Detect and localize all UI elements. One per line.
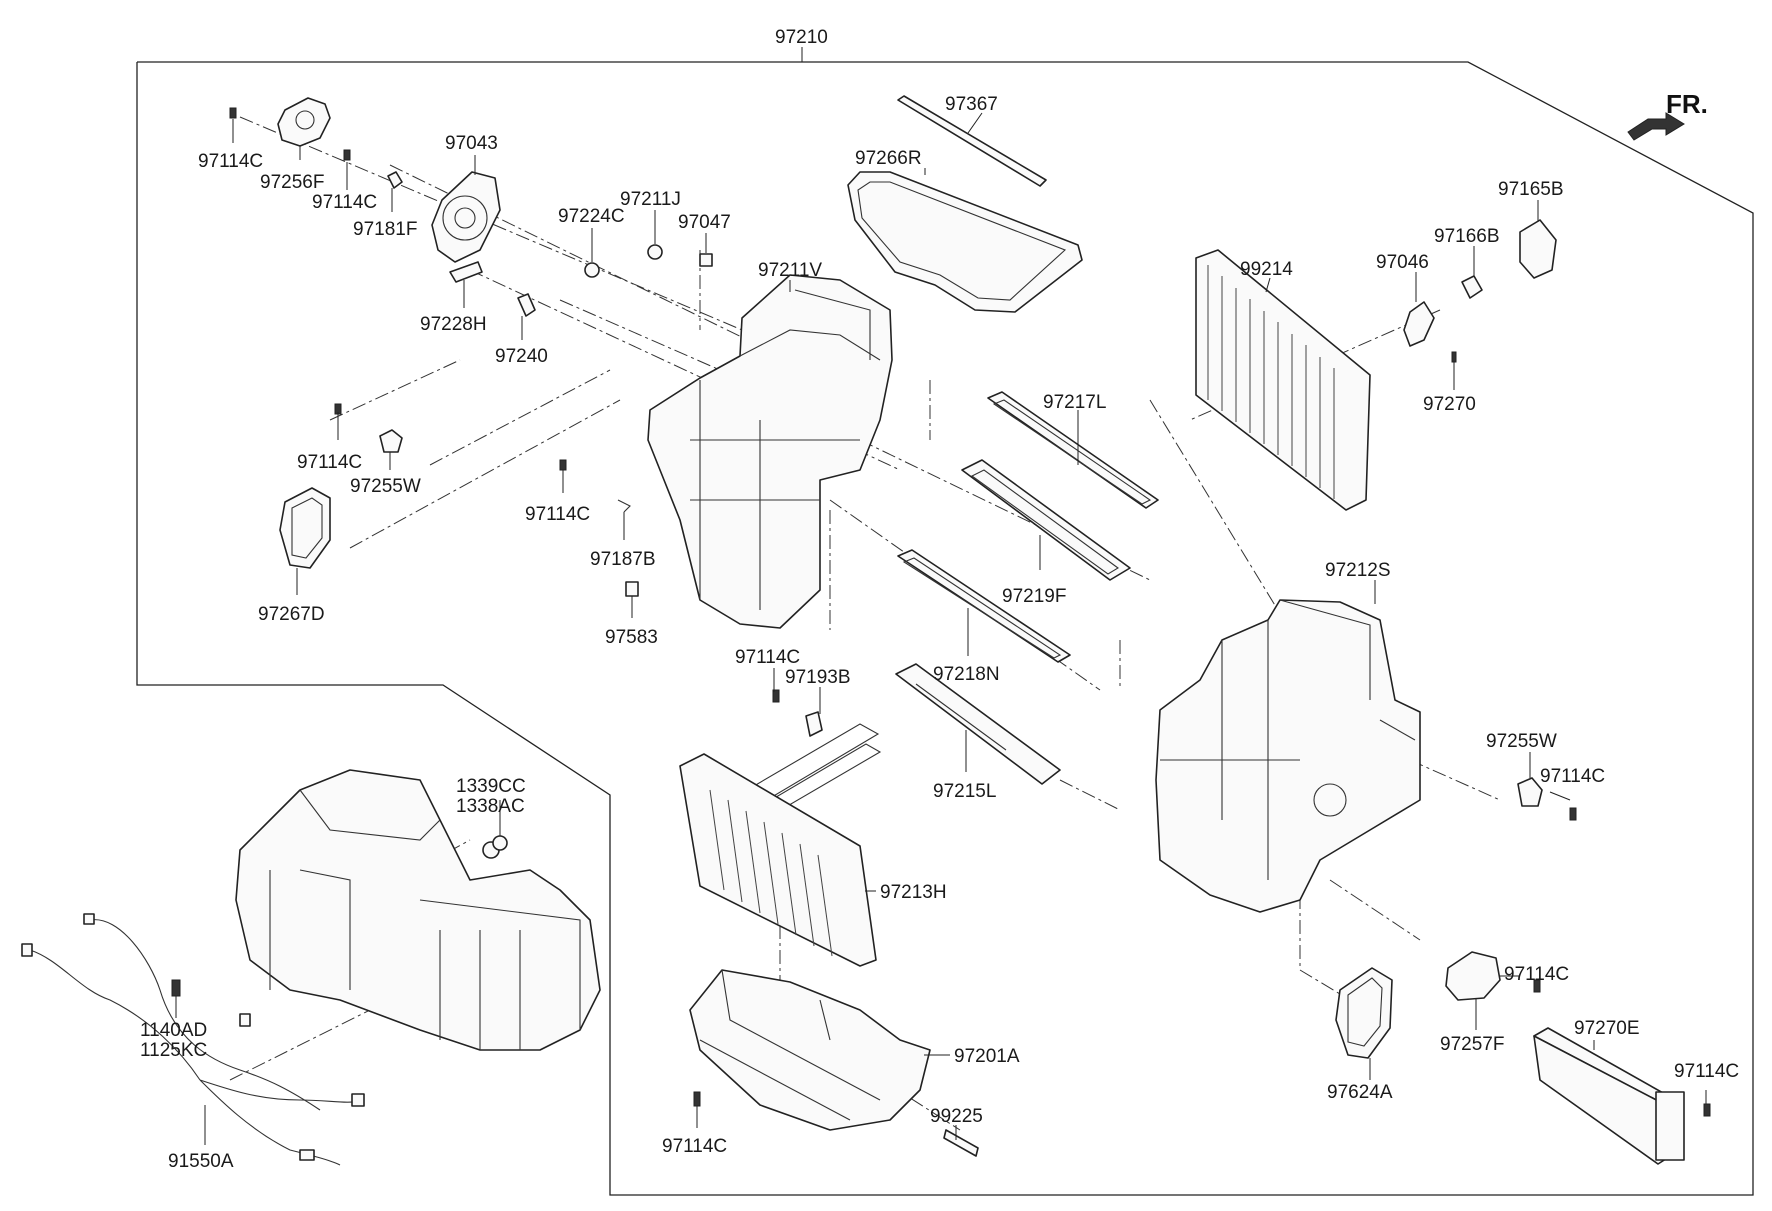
blower-cover-97043 (431, 171, 501, 263)
part-label-97210: 97210 (775, 27, 828, 48)
part-label-91550A: 91550A (168, 1151, 234, 1172)
part-label-97228H: 97228H (420, 314, 487, 335)
seal-97624A (1335, 967, 1393, 1059)
part-label-97193B: 97193B (785, 667, 851, 688)
part-label-97255W: 97255W (1486, 731, 1557, 752)
part-label-97270E: 97270E (1574, 1018, 1640, 1039)
lower-case-97201A (689, 969, 931, 1131)
housing-97212S (1155, 599, 1421, 913)
door-97217L (987, 391, 1159, 509)
bolt-1140AD (171, 979, 181, 997)
front-direction-label: FR. (1666, 89, 1708, 119)
part-label-99225: 99225 (930, 1106, 983, 1127)
part-label-97114C: 97114C (662, 1136, 727, 1157)
part-label-97114C: 97114C (312, 192, 377, 213)
part-label-97043: 97043 (445, 133, 498, 154)
part-label-97046: 97046 (1376, 252, 1429, 273)
evaporator-99214 (1195, 249, 1371, 511)
part-label-97114C: 97114C (735, 647, 800, 668)
part-label-1338AC: 1338AC (456, 796, 525, 817)
part-label-97219F: 97219F (1002, 586, 1066, 607)
link-97228H (449, 261, 483, 283)
clip-97193B (805, 711, 823, 737)
seal-strip-97367 (897, 95, 1047, 187)
ptc-heater-97270E (1533, 1027, 1685, 1165)
nut-1339CC (492, 835, 508, 851)
assembly-frame (136, 61, 1754, 1196)
part-label-97211V: 97211V (758, 260, 822, 281)
part-97583 (625, 581, 639, 597)
door-97218N (897, 549, 1071, 663)
clip-97240 (517, 293, 536, 317)
part-label-97266R: 97266R (855, 148, 922, 169)
wiring-harness-91550A (21, 913, 365, 1166)
part-label-97215L: 97215L (933, 781, 996, 802)
part-97211J (647, 244, 663, 260)
duct-seal-97267D (279, 487, 331, 569)
door-97219F (961, 459, 1131, 581)
part-label-97114C: 97114C (198, 151, 263, 172)
part-label-97114C: 97114C (525, 504, 590, 525)
part-label-97165B: 97165B (1498, 179, 1564, 200)
part-label-97211J: 97211J (620, 189, 681, 210)
part-label-97181F: 97181F (353, 219, 417, 240)
part-label-97624A: 97624A (1327, 1082, 1393, 1103)
part-label-1140AD: 1140AD (140, 1020, 207, 1041)
gasket-97266R (847, 171, 1083, 313)
part-97047 (699, 253, 713, 267)
housing-97211V (647, 274, 893, 629)
part-label-97257F: 97257F (1440, 1034, 1504, 1055)
part-label-97218N: 97218N (933, 664, 1000, 685)
part-label-1339CC: 1339CC (456, 776, 526, 797)
front-direction-arrow-icon (1627, 112, 1685, 141)
leader-lines (175, 112, 1707, 1145)
actuator-97255W-right (1517, 777, 1543, 807)
actuator-97257F (1445, 951, 1501, 1001)
part-label-97270: 97270 (1423, 394, 1476, 415)
part-label-97213H: 97213H (880, 882, 947, 903)
part-label-97047: 97047 (678, 212, 731, 233)
part-label-97367: 97367 (945, 94, 998, 115)
part-label-97166B: 97166B (1434, 226, 1500, 247)
heater-core-97213H (679, 723, 882, 967)
expansion-valve-parts (1403, 219, 1557, 363)
part-label-97114C: 97114C (1504, 964, 1569, 985)
part-label-97267D: 97267D (258, 604, 325, 625)
actuator-97255W-left (379, 429, 403, 453)
part-label-97114C: 97114C (1540, 766, 1605, 787)
part-label-97217L: 97217L (1043, 392, 1106, 413)
part-97224C (584, 262, 600, 278)
door-97215L (895, 663, 1061, 785)
part-label-97212S: 97212S (1325, 560, 1391, 581)
part-label-97187B: 97187B (590, 549, 656, 570)
part-label-97583: 97583 (605, 627, 658, 648)
part-label-97114C: 97114C (1674, 1061, 1739, 1082)
clip-97187B (617, 499, 631, 513)
part-label-97256F: 97256F (260, 172, 324, 193)
part-label-97114C: 97114C (297, 452, 362, 473)
part-label-97201A: 97201A (954, 1046, 1020, 1067)
part-label-97224C: 97224C (558, 206, 625, 227)
part-label-97255W: 97255W (350, 476, 421, 497)
actuator-97256F (277, 97, 331, 147)
part-label-1125KC: 1125KC (140, 1040, 207, 1061)
connector-97181F (387, 171, 403, 189)
part-label-99214: 99214 (1240, 259, 1293, 280)
sensor-99225 (943, 1129, 979, 1157)
part-label-97240: 97240 (495, 346, 548, 367)
assembled-hvac-unit (235, 769, 601, 1051)
